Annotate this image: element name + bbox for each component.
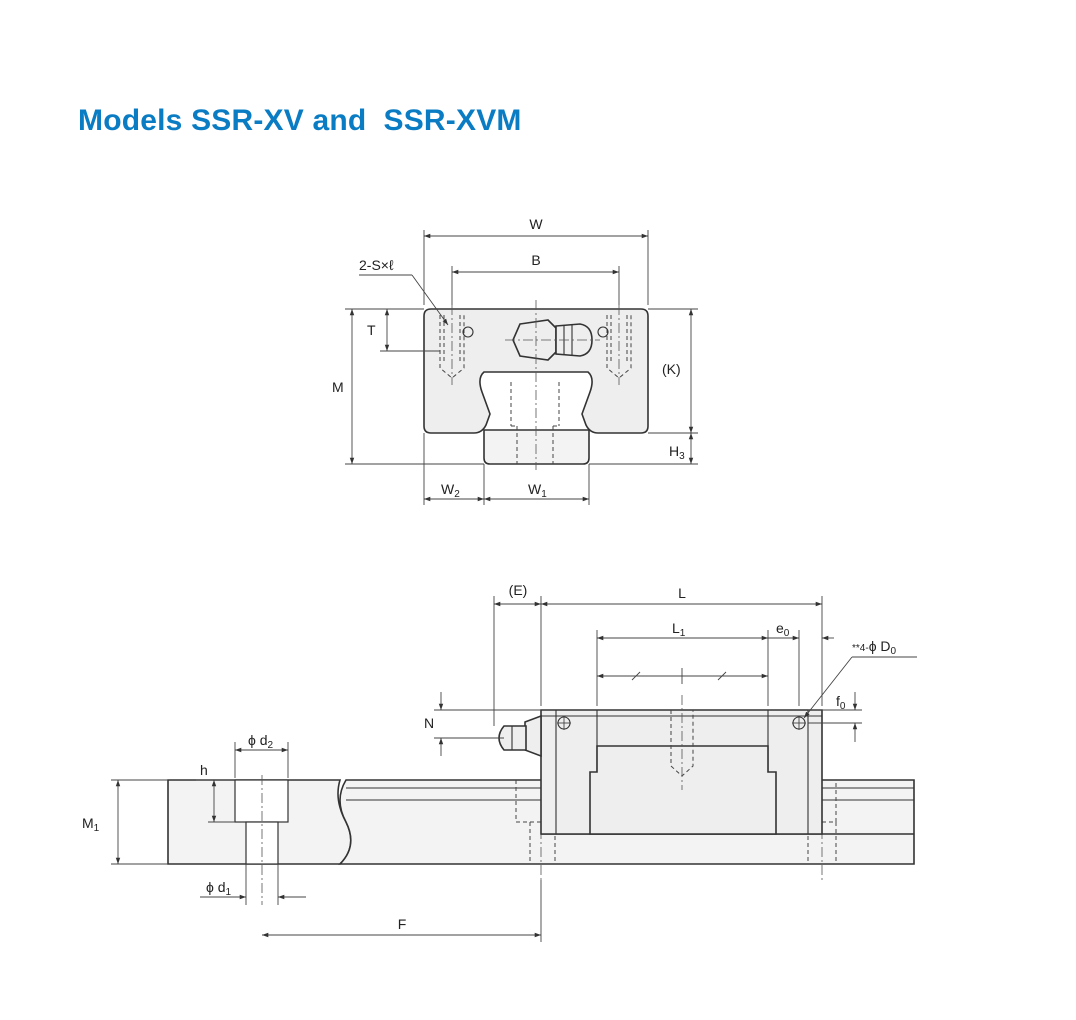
- dim-B-label: B: [531, 252, 540, 268]
- dim-F-label: F: [398, 916, 407, 932]
- rail-bolt-hole-section: [234, 775, 289, 905]
- grease-nipple-side: [498, 714, 542, 758]
- front-rail: [483, 429, 590, 465]
- dim-W2-label: W2: [441, 481, 460, 500]
- side-view: (E) L L1 e0 **4-ϕ D0 f0 N: [82, 582, 917, 942]
- dim-e0-label: e0: [776, 620, 790, 639]
- dim-d1-label: ϕ d1: [206, 879, 232, 898]
- front-view: W B 2-S×ℓ T M (K) H3 W2 W1: [332, 216, 698, 505]
- dim-T-label: T: [367, 322, 376, 338]
- tapped-hole-right: [597, 315, 632, 379]
- dim-D0-label: **4-ϕ D0: [852, 638, 897, 657]
- dim-L1-label: L1: [672, 620, 686, 639]
- dim-h-label: h: [200, 762, 208, 778]
- dim-H3-label: H3: [669, 443, 685, 462]
- dim-L-label: L: [678, 585, 686, 601]
- dim-N-label: N: [424, 715, 434, 731]
- dim-E-label: (E): [509, 582, 528, 598]
- dim-W-label: W: [529, 216, 543, 232]
- dim-K-label: (K): [662, 361, 681, 377]
- dim-f0-label: f0: [836, 693, 846, 712]
- page-title: Models SSR-XV and SSR-XVM: [78, 104, 522, 137]
- dim-d2-label: ϕ d2: [248, 732, 274, 751]
- dim-M1-label: M1: [82, 815, 100, 834]
- dim-M-label: M: [332, 379, 344, 395]
- dim-W1-label: W1: [528, 481, 547, 500]
- rail-bolt-hole-front: [510, 382, 560, 464]
- tap-label: 2-S×ℓ: [359, 257, 394, 273]
